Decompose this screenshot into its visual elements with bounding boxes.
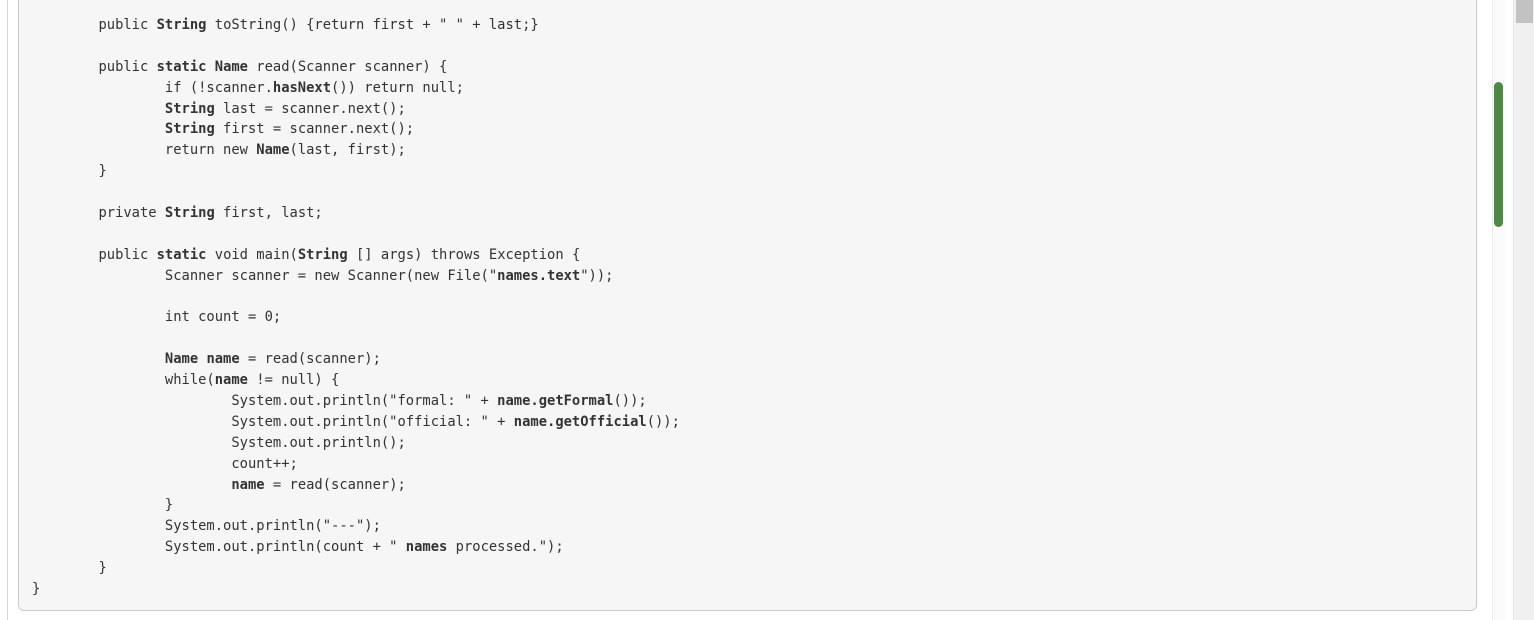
code-line: System.out.println(); (32, 434, 406, 451)
code-line: while(name != null) { (32, 372, 340, 389)
code-line (32, 182, 1464, 203)
code-block: public String toString() {return first +… (19, 0, 1476, 600)
browser-scrollbar-thumb[interactable] (1516, 0, 1533, 23)
code-line: System.out.println("---"); (32, 518, 381, 535)
code-line: System.out.println("official: " + name.g… (32, 413, 680, 430)
code-line: public String toString() {return first +… (32, 17, 539, 33)
code-line: } (32, 163, 107, 180)
code-line: String last = scanner.next(); (164, 100, 406, 117)
code-line: System.out.println("formal: " + name.get… (32, 393, 647, 410)
code-line: return new Name(last, first); (32, 142, 406, 159)
custom-scrollbar-thumb[interactable] (1494, 82, 1503, 227)
code-line: count++; (32, 455, 298, 472)
code-line: public static void main(String [] args) … (32, 246, 581, 263)
code-line: public static Name read(Scanner scanner)… (32, 58, 448, 75)
code-line: int count = 0; (32, 309, 282, 326)
panel-left-border (7, 0, 8, 620)
browser-scrollbar-track[interactable] (1513, 0, 1534, 620)
code-line: Name name = read(scanner); (164, 351, 381, 368)
code-line (32, 287, 1464, 308)
code-line: System.out.println(count + " names proce… (32, 539, 564, 556)
code-line (32, 328, 1464, 349)
code-line (32, 224, 1464, 245)
code-card: public String toString() {return first +… (18, 0, 1477, 611)
code-line: } (32, 497, 174, 514)
code-line: if (!scanner.hasNext()) return null; (32, 79, 464, 96)
code-line: } (32, 581, 41, 598)
code-line: name = read(scanner); (231, 476, 406, 493)
code-line: String first = scanner.next(); (164, 121, 415, 138)
code-line: private String first, last; (32, 205, 323, 222)
code-line (32, 36, 1464, 57)
code-line: Scanner scanner = new Scanner(new File("… (32, 267, 614, 284)
code-line: } (32, 560, 107, 577)
